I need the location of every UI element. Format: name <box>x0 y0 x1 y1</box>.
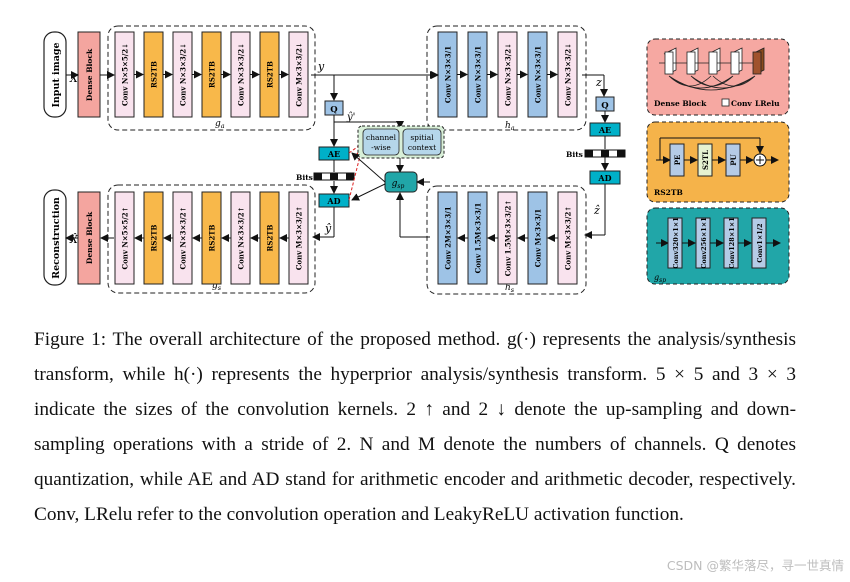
yhat-label: ŷ <box>324 222 332 235</box>
dense-block-bottom-label: Dense Block <box>85 211 94 264</box>
ga-blocks: Conv N×5×5/2↓ RS2TB Conv N×3×3/2↓ RS2TB Conv… <box>114 31 309 118</box>
ha-block-2-label: Conv N×3×3/1 <box>474 46 483 103</box>
hs-block-2-label: Conv 1.5M×3×3/1 <box>474 203 483 274</box>
rs2tb-s2tl-label: S2TL <box>701 150 710 170</box>
ga-block-7 <box>288 31 309 118</box>
architecture-diagram: Input image Reconstruction X X̂ Dense Bl… <box>43 25 790 295</box>
ae-left-label: AE <box>327 149 340 159</box>
y-label: y <box>317 60 325 73</box>
ha-group <box>426 25 587 131</box>
legend-gsp-title: gsp <box>654 273 666 284</box>
hs-block-5-label: Conv M×3×3/2↑ <box>564 206 573 270</box>
gs-block-1-label: Conv N×5×5/2↑ <box>121 207 130 270</box>
input-image-label: Input image <box>51 42 62 107</box>
ga-block-2-label: RS2TB <box>150 61 159 88</box>
bits-left-label: Bits <box>296 173 313 182</box>
hs-block-5 <box>557 191 578 285</box>
hs-block-3-label: Conv 1.5M×3×3/2↑ <box>504 200 513 277</box>
quantizer-right-label: Q <box>601 101 609 111</box>
gsp-block-label: gsp <box>392 179 405 190</box>
ha-block-4-label: Conv N×3×3/1 <box>534 46 543 103</box>
channel-wise-line2: -wise <box>371 143 391 152</box>
bits-right-label: Bits <box>566 150 583 159</box>
rs2tb-pu-label: PU <box>729 154 738 165</box>
gs-block-7 <box>288 191 309 285</box>
gsp-block: gsp <box>384 171 418 193</box>
hs-block-4-label: Conv M×3×3/1 <box>534 209 543 268</box>
reconstruction-label: Reconstruction <box>51 197 62 279</box>
spatial-context-line1: spitial <box>410 133 434 142</box>
legend-dense-block: Dense Block Conv LRelu <box>646 38 790 116</box>
legend-dense-title: Dense Block <box>654 99 707 108</box>
channel-wise-line1: channel <box>366 133 397 142</box>
zhat-label: ẑ <box>593 204 600 217</box>
caption-text: Figure 1: The overall architecture of th… <box>34 329 796 525</box>
arith-encoder-right: AE <box>589 122 621 137</box>
ha-block-3-label: Conv N×3×3/2↓ <box>504 43 513 106</box>
bitstream-right <box>584 149 626 158</box>
xhat-label: X̂ <box>69 233 79 246</box>
gs-block-2-label: RS2TB <box>150 224 159 251</box>
ae-right-label: AE <box>598 125 611 135</box>
arith-decoder-left: AD <box>318 193 350 208</box>
ga-block-7-label: Conv M×3×3/2↓ <box>295 42 304 106</box>
legend-conv-label: Conv <box>731 99 752 108</box>
ga-block-5-label: Conv N×3×3/2↓ <box>237 43 246 106</box>
gsp-block-2-label: Conv256×1×1 <box>700 217 708 269</box>
hs-group <box>426 185 587 295</box>
ha-block-1-label: Conv N×3×3/1 <box>444 46 453 103</box>
dense-block-bottom: Dense Block <box>77 191 101 285</box>
gs-blocks: Conv N×5×5/2↑ RS2TB Conv N×3×3/2↑ RS2TB Conv… <box>114 191 309 285</box>
legend-rs2tb-title: RS2TB <box>654 188 683 197</box>
reconstruction-box: Reconstruction <box>43 189 67 286</box>
ga-block-6-label: RS2TB <box>266 61 275 88</box>
ha-label: ha <box>505 121 515 132</box>
z-label: z <box>595 76 602 89</box>
dense-block-top-label: Dense Block <box>85 48 94 101</box>
bitstream-left <box>313 172 355 181</box>
gs-block-3-label: Conv N×3×3/2↑ <box>179 207 188 270</box>
quantizer-left-label: Q <box>330 105 338 115</box>
ha-block-5-label: Conv N×3×3/2↓ <box>564 43 573 106</box>
arith-encoder-left: AE <box>318 146 350 161</box>
gs-block-7-label: Conv M×3×3/2↑ <box>295 206 304 270</box>
hs-blocks: Conv 2M×3×3/1 Conv 1.5M×3×3/1 Conv 1.5M×3×… <box>437 191 578 285</box>
ga-block-4-label: RS2TB <box>208 61 217 88</box>
legend-lrelu-label: LRelu <box>755 99 780 108</box>
gsp-block-4-label: Conv1×1/2 <box>756 223 764 262</box>
ybar-label: ŷ' <box>346 112 355 123</box>
hs-block-1-label: Conv 2M×3×3/1 <box>444 206 453 269</box>
gs-block-6-label: RS2TB <box>266 224 275 251</box>
context-model: channel -wise spitial context <box>357 125 445 159</box>
gsp-block-1-label: Conv320×1×1 <box>672 217 680 269</box>
input-image-box: Input image <box>43 31 67 118</box>
watermark: CSDN @繁华落尽，寻一世真情 <box>666 558 844 573</box>
ad-right-label: AD <box>597 173 611 183</box>
gs-block-5-label: Conv N×3×3/2↑ <box>237 207 246 270</box>
legend-gsp: Conv320×1×1 Conv256×1×1 Conv128×1×1 Conv… <box>646 207 790 285</box>
hs-label: hs <box>505 283 515 294</box>
ga-block-1-label: Conv N×5×5/2↓ <box>121 43 130 106</box>
ad-left-label: AD <box>326 196 340 206</box>
ha-blocks: Conv N×3×3/1 Conv N×3×3/1 Conv N×3×3/2↓ Con… <box>437 31 578 118</box>
dense-block-top: Dense Block <box>77 31 101 118</box>
gs-label: gs <box>212 281 222 292</box>
figure-caption: Figure 1: The overall architecture of th… <box>34 322 796 532</box>
legend-conv-swatch <box>721 98 730 107</box>
ga-block-3-label: Conv N×3×3/2↓ <box>179 43 188 106</box>
ha-block-5 <box>557 31 578 118</box>
gs-group <box>107 184 316 294</box>
spatial-context-line2: context <box>408 143 436 152</box>
quantizer-right: Q <box>595 96 615 112</box>
legend-rs2tb: PE S2TL PU RS2TB <box>646 121 790 203</box>
gsp-block-3-label: Conv128×1×1 <box>728 217 736 269</box>
gs-block-4-label: RS2TB <box>208 224 217 251</box>
rs2tb-pe-label: PE <box>673 155 682 166</box>
arith-decoder-right: AD <box>589 170 621 185</box>
ga-label: ga <box>215 119 225 130</box>
quantizer-left: Q <box>324 100 344 116</box>
